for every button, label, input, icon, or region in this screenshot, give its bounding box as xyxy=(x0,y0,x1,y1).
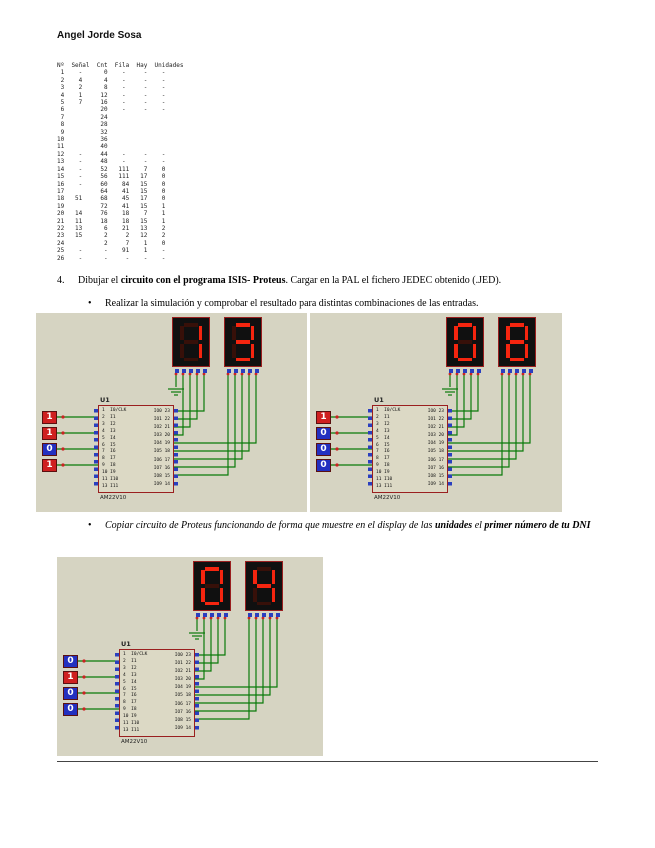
display-face xyxy=(193,561,231,611)
logic-input-1: 0 xyxy=(316,427,331,440)
seven-seg-display-tens xyxy=(172,317,212,373)
display-pins xyxy=(248,613,281,617)
display-digit xyxy=(231,322,255,362)
author-name: Angel Jorde Sosa xyxy=(57,30,142,41)
display-digit xyxy=(200,566,224,606)
bullet-text-mid: el xyxy=(472,520,485,531)
circuit-wires xyxy=(310,313,562,512)
item-text-bold: circuito con el programa ISIS- Proteus xyxy=(120,275,286,286)
chip-reference: U1 xyxy=(374,396,384,404)
numbered-item-4: 4. Dibujar el circuito con el programa I… xyxy=(57,274,605,287)
display-face xyxy=(245,561,283,611)
chip-left-pins xyxy=(94,409,98,489)
display-pins xyxy=(501,369,534,373)
display-pins xyxy=(175,369,208,373)
display-digit xyxy=(453,322,477,362)
logic-input-1: 1 xyxy=(63,671,78,684)
bullet-marker: • xyxy=(88,520,92,531)
seven-seg-display-tens xyxy=(446,317,486,373)
chip-left-pins xyxy=(115,653,119,733)
bullet-copiar-circuito: • Copiar circuito de Proteus funcionando… xyxy=(88,519,600,532)
chip-left-pin-labels: 1 I0/CLK 2 I1 3 I2 4 I3 5 I4 6 I5 7 I6 8… xyxy=(102,408,127,489)
display-digit xyxy=(252,566,276,606)
display-face xyxy=(224,317,262,367)
display-face xyxy=(498,317,536,367)
chip-reference: U1 xyxy=(100,396,110,404)
chip-value: AM22V10 xyxy=(121,739,148,745)
item-number: 4. xyxy=(57,275,65,286)
chip-left-pin-labels: 1 I0/CLK 2 I1 3 I2 4 I3 5 I4 6 I5 7 I6 8… xyxy=(376,408,401,489)
seven-seg-display-units xyxy=(498,317,538,373)
logic-input-3: 1 xyxy=(42,459,57,472)
chip-right-pins xyxy=(174,409,178,489)
bullet-text: Realizar la simulación y comprobar el re… xyxy=(105,298,479,309)
chip-left-pins xyxy=(368,409,372,489)
bullet-text-bold-2: primer número de tu DNI xyxy=(484,520,591,531)
truth-table: Nº Señal Cnt Fila Hay Unidades 1 - 0 - -… xyxy=(57,62,184,262)
chip-value: AM22V10 xyxy=(100,495,127,501)
logic-input-0: 1 xyxy=(42,411,57,424)
chip-value: AM22V10 xyxy=(374,495,401,501)
logic-input-3: 0 xyxy=(63,703,78,716)
item-text: Dibujar el circuito con el programa ISIS… xyxy=(78,274,501,287)
logic-input-0: 1 xyxy=(316,411,331,424)
horizontal-rule xyxy=(57,761,598,762)
chip-right-pins xyxy=(448,409,452,489)
bullet-text: Copiar circuito de Proteus funcionando d… xyxy=(105,519,591,532)
seven-seg-display-units xyxy=(245,561,285,617)
pal-am22v10-chip: U1 1 I0/CLK 2 I1 3 I2 4 I3 5 I4 6 I5 7 I… xyxy=(94,396,178,501)
proteus-screenshot-08: U1 1 I0/CLK 2 I1 3 I2 4 I3 5 I4 6 I5 7 I… xyxy=(310,313,562,512)
seven-seg-display-tens xyxy=(193,561,233,617)
logic-input-3: 0 xyxy=(316,459,331,472)
chip-left-pin-labels: 1 I0/CLK 2 I1 3 I2 4 I3 5 I4 6 I5 7 I6 8… xyxy=(123,652,148,733)
display-digit xyxy=(179,322,203,362)
bullet-marker: • xyxy=(88,298,92,309)
circuit-wires xyxy=(36,313,307,512)
proteus-screenshot-13: U1 1 I0/CLK 2 I1 3 I2 4 I3 5 I4 6 I5 7 I… xyxy=(36,313,307,512)
display-pins xyxy=(449,369,482,373)
pal-am22v10-chip: U1 1 I0/CLK 2 I1 3 I2 4 I3 5 I4 6 I5 7 I… xyxy=(368,396,452,501)
logic-input-2: 0 xyxy=(42,443,57,456)
display-pins xyxy=(227,369,260,373)
chip-right-pin-labels: IO0 23 IO1 22 IO2 21 IO3 20 IO4 19 IO5 1… xyxy=(174,653,191,731)
display-digit xyxy=(505,322,529,362)
logic-input-1: 1 xyxy=(42,427,57,440)
display-pins xyxy=(196,613,229,617)
item-text-post: . Cargar en la PAL el fichero JEDEC obte… xyxy=(285,275,502,286)
chip-reference: U1 xyxy=(121,640,131,648)
bullet-text-pre: Copiar circuito de Proteus funcionando d… xyxy=(105,520,435,531)
chip-right-pins xyxy=(195,653,199,733)
item-text-pre: Dibujar el xyxy=(78,275,121,286)
logic-input-0: 0 xyxy=(63,655,78,668)
chip-right-pin-labels: IO0 23 IO1 22 IO2 21 IO3 20 IO4 19 IO5 1… xyxy=(427,409,444,487)
bullet-realizar-simulacion: • Realizar la simulación y comprobar el … xyxy=(88,297,578,310)
pal-am22v10-chip: U1 1 I0/CLK 2 I1 3 I2 4 I3 5 I4 6 I5 7 I… xyxy=(115,640,199,745)
chip-right-pin-labels: IO0 23 IO1 22 IO2 21 IO3 20 IO4 19 IO5 1… xyxy=(153,409,170,487)
logic-input-2: 0 xyxy=(63,687,78,700)
bullet-text-bold-1: unidades xyxy=(434,520,473,531)
seven-seg-display-units xyxy=(224,317,264,373)
logic-input-2: 0 xyxy=(316,443,331,456)
display-face xyxy=(446,317,484,367)
proteus-screenshot-04: U1 1 I0/CLK 2 I1 3 I2 4 I3 5 I4 6 I5 7 I… xyxy=(57,557,323,756)
display-face xyxy=(172,317,210,367)
